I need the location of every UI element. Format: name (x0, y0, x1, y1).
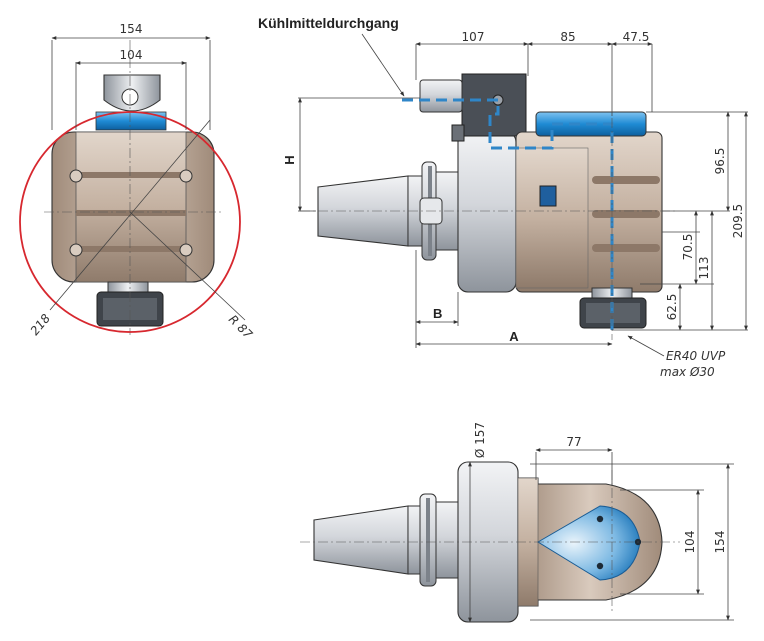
logo-plate (539, 185, 557, 207)
coolant-block (461, 73, 527, 137)
dim-side-62-5: 62.5 (665, 294, 679, 321)
callout-coolant: Kühlmitteldurchgang (258, 15, 399, 31)
top-bolt (596, 515, 604, 523)
dim-side-85: 85 (560, 30, 575, 44)
swing-circle (19, 111, 241, 333)
collet-nut-face (103, 298, 157, 320)
dim-side-113: 113 (697, 257, 711, 280)
label-A: A (509, 329, 519, 344)
side-view: Kühlmitteldurchgang 107 85 47.5 H B A (258, 15, 748, 379)
dim-front-104: 104 (120, 48, 143, 62)
dim-top-154: 154 (713, 531, 727, 554)
label-H: H (282, 155, 297, 164)
top-taper-shank (313, 505, 409, 575)
diameter-line (49, 119, 211, 311)
collet-spec-line2: max Ø30 (660, 365, 715, 379)
collet-leader (627, 335, 665, 357)
front-groove (76, 246, 186, 252)
block-pin (451, 124, 465, 142)
bolt-hole (69, 243, 83, 257)
dim-front-154: 154 (120, 22, 143, 36)
dim-side-47-5: 47.5 (623, 30, 650, 44)
dim-side-70-5: 70.5 (681, 234, 695, 261)
dim-front-diameter: 218 (28, 311, 54, 338)
coolant-connector (419, 79, 463, 113)
head-groove (592, 244, 660, 252)
head-groove (592, 176, 660, 184)
dim-front-radius: R 87 (226, 312, 256, 342)
front-view: 154 104 R 87 218 (19, 22, 256, 342)
top-bolt (596, 562, 604, 570)
collet-spec-line1: ER40 UVP (666, 349, 726, 363)
top-view: Ø 157 77 104 154 (300, 422, 734, 623)
dim-top-104: 104 (683, 531, 697, 554)
front-groove (76, 172, 186, 178)
collet-neck (107, 281, 149, 293)
bolt-hole (179, 169, 193, 183)
main-ring (457, 131, 517, 293)
callout-leader (361, 33, 405, 97)
dim-side-96-5: 96.5 (713, 148, 727, 175)
bolt-hole (69, 169, 83, 183)
dim-side-107: 107 (462, 30, 485, 44)
label-B: B (433, 306, 442, 321)
head-groove (592, 210, 660, 218)
radius-line (129, 211, 246, 321)
dim-top-77: 77 (566, 435, 581, 449)
bolt-hole (179, 243, 193, 257)
dim-side-209-5: 209.5 (731, 204, 745, 238)
coolant-path (402, 98, 614, 330)
dim-top-diameter: Ø 157 (473, 422, 487, 458)
